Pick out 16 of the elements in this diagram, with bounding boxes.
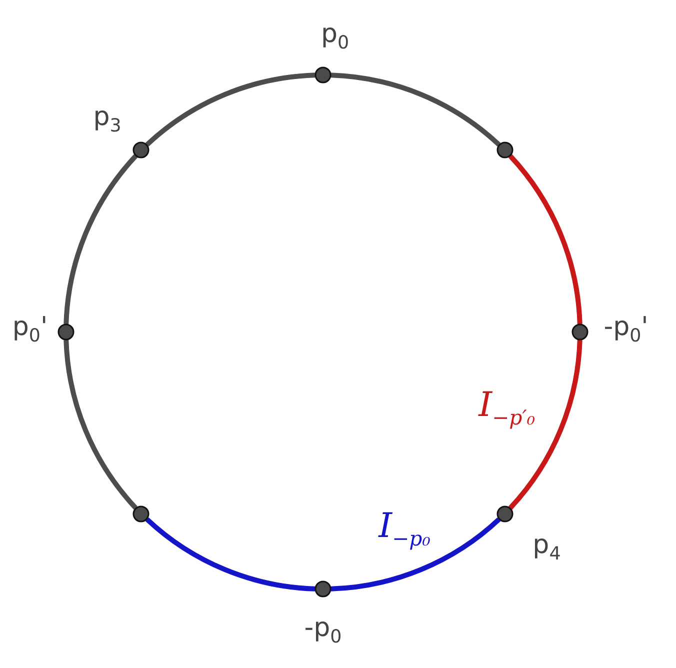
circle-arc <box>145 72 316 147</box>
point-label: -p$_{0}$ <box>304 615 342 647</box>
circle-arc <box>330 72 501 147</box>
edge-label: I$_{−p₀}$ <box>376 509 432 549</box>
point-label: -p$_{0}$' <box>604 314 648 346</box>
point-label: p$_{3}$ <box>93 104 122 136</box>
circle-arc <box>145 517 316 592</box>
point-label: p$_{0}$ <box>320 21 350 53</box>
circle-arc <box>508 340 582 510</box>
edge-label: I$_{−p′₀}$ <box>476 388 538 428</box>
circle-arc <box>508 154 582 324</box>
point-label: p$_{4}$ <box>532 532 561 564</box>
circle-arc <box>330 517 501 592</box>
circle-arc <box>64 154 138 324</box>
point-label: p$_{0}$' <box>12 314 48 346</box>
circle-arc <box>64 340 138 510</box>
